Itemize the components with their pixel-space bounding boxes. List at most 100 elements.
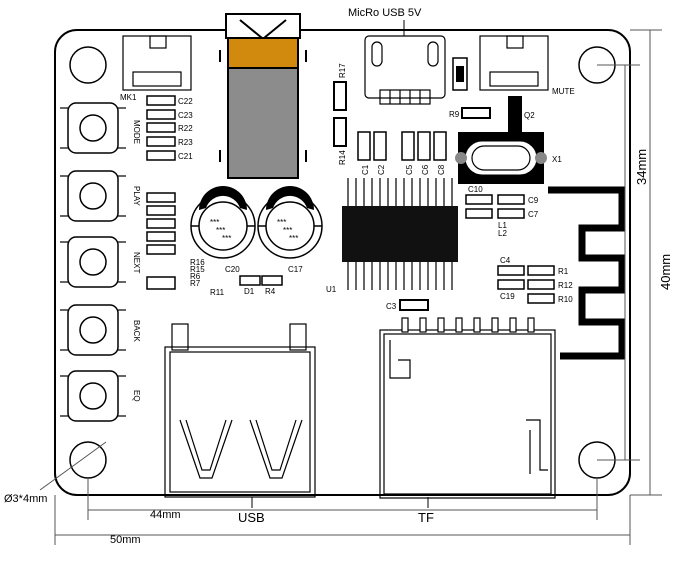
transistor-q2 [508,96,522,132]
label-usb: USB [238,510,265,525]
usb-a-port [164,323,316,498]
resistor-r10 [527,293,555,304]
label-r12: R12 [558,281,573,290]
button-mode[interactable] [67,102,119,154]
cap-c2 [373,131,387,161]
tf-card-pins [401,317,535,333]
diode-d1 [239,275,261,286]
label-l2: L2 [498,229,507,238]
inductor-l1 [465,208,493,219]
label-c8: C8 [437,164,446,175]
dimension-lines [39,29,662,545]
button-next[interactable] [67,236,119,288]
audio-jack [219,13,307,179]
cap-c5 [401,131,415,161]
label-next: NEXT [132,252,141,273]
button-pins [60,107,126,417]
cap-c17-marks-2: *** [283,226,292,235]
cap-c20-marks-1: *** [210,218,219,227]
label-tf: TF [418,510,434,525]
label-r1: R1 [558,267,569,276]
label-r16: R16 [190,258,205,267]
label-play: PLAY [132,186,141,207]
mk1-connector [122,35,192,91]
label-dim-40: 40mm [658,254,673,290]
label-dim-34: 34mm [634,149,649,185]
label-r7: R7 [190,279,201,288]
label-r6: R6 [190,272,201,281]
cap-c7 [497,208,525,219]
label-r10: R10 [558,295,573,304]
cap-c17-marks-3: *** [289,234,298,243]
label-c4: C4 [500,256,511,265]
micro-usb-connector [364,35,446,105]
cap-c20-marks-2: *** [216,226,225,235]
label-eq: EQ [132,390,141,402]
hole-bottom-left [69,441,107,479]
label-c3: C3 [386,302,397,311]
label-dim-50: 50mm [110,534,141,546]
label-c1: C1 [361,164,370,175]
cap-c4 [497,265,525,276]
label-x1: X1 [552,155,562,164]
chip-u1 [342,178,458,290]
label-c17: C17 [288,265,303,274]
label-c23: C23 [178,111,193,120]
label-dim-44: 44mm [150,509,181,521]
button-eq[interactable] [67,370,119,422]
label-q2: Q2 [524,111,535,120]
hole-top-left [69,46,107,84]
cap-c10 [465,194,493,205]
cap-c17 [257,186,323,259]
resistor-r1 [527,265,555,276]
crystal-x1 [455,132,547,184]
label-c19: C19 [500,292,515,301]
label-mute: MUTE [552,87,575,96]
cap-c3 [399,299,429,311]
label-c9: C9 [528,196,539,205]
label-c5: C5 [405,164,414,175]
label-r17: R17 [338,63,347,78]
cap-c20 [190,186,256,259]
label-r14: R14 [338,150,347,165]
switch-mute-knob [456,66,464,82]
resistor-r4 [261,275,283,286]
label-r22: R22 [178,124,193,133]
resistor-r9 [461,107,491,119]
resistor-r17 [333,81,347,111]
label-r9: R9 [449,110,460,119]
board-outline [54,29,631,496]
label-mk1: MK1 [120,93,137,102]
smd-column-mid [146,192,176,290]
button-play[interactable] [67,170,119,222]
label-c7: C7 [528,210,539,219]
label-r4: R4 [265,287,276,296]
label-d1: D1 [244,287,255,296]
label-mode: MODE [132,120,141,144]
label-r23: R23 [178,138,193,147]
label-c21: C21 [178,152,193,161]
label-hole: Ø3*4mm [4,493,47,505]
cap-c9 [497,194,525,205]
cap-c17-marks-1: *** [277,218,286,227]
label-l1: L1 [498,221,507,230]
mute-connector [479,35,549,91]
label-c22: C22 [178,97,193,106]
label-r11: R11 [210,288,225,297]
resistor-r14 [333,117,347,147]
cap-c6 [417,131,431,161]
label-micro-usb: MicRo USB 5V [348,7,422,19]
button-back[interactable] [67,304,119,356]
cap-c20-marks-3: *** [222,234,231,243]
label-u1: U1 [326,285,337,294]
smd-column-top [146,95,176,161]
label-back: BACK [132,320,141,342]
cap-c19 [497,279,525,290]
label-r15: R15 [190,265,205,274]
cap-c1 [357,131,371,161]
antenna-trace [548,186,626,360]
cap-c8 [433,131,447,161]
label-c2: C2 [377,164,386,175]
tf-card-slot [379,329,556,499]
